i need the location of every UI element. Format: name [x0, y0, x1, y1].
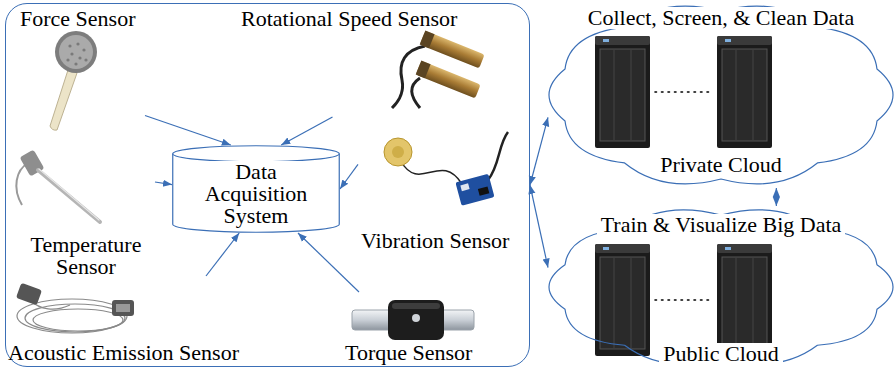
sensor-node: Torque Sensor [342, 292, 512, 364]
cloud-node: Collect, Screen, & Clean DataPrivate Clo… [548, 2, 894, 188]
connector-arrow [776, 188, 777, 206]
node-label: Train & Visualize Big Data [597, 214, 846, 236]
data-acquisition-cylinder: Data Acquisition System [172, 145, 340, 233]
connector-arrow [530, 185, 548, 268]
connector-arrow [530, 117, 548, 185]
sensor-node: Temperature Sensor [5, 140, 155, 280]
node-label: Temperature Sensor [27, 234, 145, 278]
cloud-node: Train & Visualize Big DataPublic Cloud [548, 206, 894, 368]
node-label: Collect, Screen, & Clean Data [584, 7, 858, 29]
node-label: Torque Sensor [345, 342, 472, 364]
connector-arrow [145, 116, 231, 146]
sensor-node: Vibration Sensor [358, 126, 520, 254]
cloud-shape [549, 6, 893, 184]
cloud-shape [549, 210, 893, 364]
node-label: Rotational Speed Sensor [241, 8, 457, 30]
connector-arrow [206, 233, 239, 276]
server-racks [595, 36, 772, 356]
node-label: Acoustic Emission Sensor [8, 342, 239, 364]
node-label: Data Acquisition System [197, 161, 315, 227]
temperature-sensor-picture [16, 149, 100, 222]
sensor-node: Acoustic Emission Sensor [8, 276, 338, 364]
rotational-speed-sensor-picture [392, 31, 485, 108]
cylinder-top [173, 146, 340, 162]
force-sensor-picture [50, 31, 97, 130]
connector-arrow [298, 233, 359, 292]
node-label: Force Sensor [20, 8, 135, 30]
connector-arrow [340, 164, 358, 189]
node-label: Private Cloud [656, 154, 786, 176]
sensor-node: Rotational Speed Sensor [238, 5, 508, 117]
cylinder-body [173, 154, 340, 233]
system-boundary: Force Sensor Rotational Speed SensorTempe… [5, 3, 530, 367]
connector-arrow [155, 182, 172, 185]
node-label: Vibration Sensor [361, 230, 509, 252]
vibration-sensor-picture [384, 132, 508, 206]
acoustic-emission-sensor-picture [16, 283, 134, 333]
connector-arrow [281, 117, 332, 145]
node-label: Public Cloud [659, 343, 783, 365]
sensor-node: Force Sensor [15, 5, 145, 135]
torque-sensor-picture [352, 300, 474, 340]
